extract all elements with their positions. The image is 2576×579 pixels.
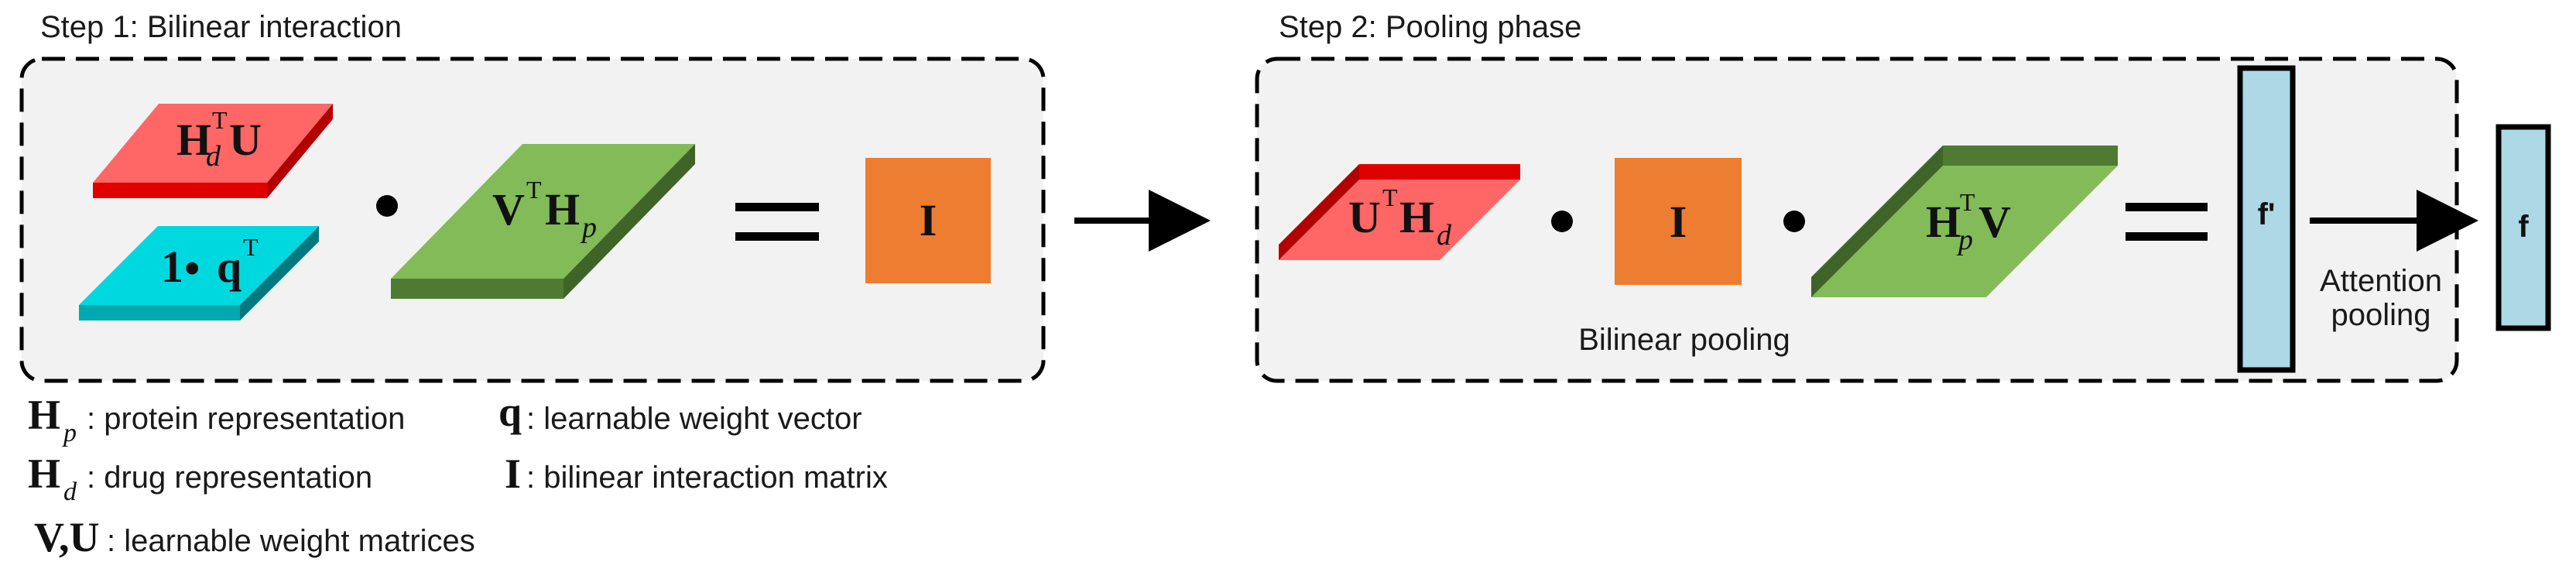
ut-hd-sub: d (1437, 219, 1452, 252)
step2-dot-operator-2 (1783, 211, 1805, 232)
hdt-u-sup: T (212, 106, 228, 134)
legend-hp-sub: p (62, 419, 77, 447)
vt-hp-mid: H (545, 184, 580, 235)
attention-caption-line2: pooling (2331, 298, 2430, 332)
hdt-u-base: H (176, 115, 211, 165)
legend: H p : protein representation q : learnab… (28, 389, 888, 560)
bilinear-pooling-caption: Bilinear pooling (1578, 323, 1790, 357)
f-prime-label: f' (2258, 197, 2276, 231)
vt-hp-sub: p (580, 211, 597, 244)
hpt-v-base: H (1926, 197, 1961, 247)
vt-hp-base: V (492, 184, 525, 235)
f-prime-vector: f' (2237, 65, 2296, 373)
legend-i-text: : bilinear interaction matrix (526, 461, 888, 495)
step2-equals-sign (2126, 203, 2208, 241)
ut-hd-slab: U T H d (1279, 164, 1520, 260)
attention-caption-line1: Attention (2320, 264, 2442, 298)
hpt-v-tail: V (1978, 197, 2011, 247)
legend-vu-text: : learnable weight matrices (107, 524, 475, 558)
legend-item-hd: H d : drug representation (28, 451, 372, 506)
legend-item-i: I : bilinear interaction matrix (505, 451, 888, 497)
hdt-u-slab: H T d U (93, 104, 333, 198)
step1-dot-operator (376, 195, 398, 217)
vt-hp-slab: V T H p (391, 144, 695, 299)
legend-hp-text: : protein representation (87, 402, 405, 436)
legend-item-q: q : learnable weight vector (498, 389, 862, 436)
hpt-v-sup: T (1960, 188, 1975, 216)
f-vector: f (2496, 124, 2551, 331)
legend-hp-sym: H (28, 392, 60, 438)
step2-dot-operator-1 (1551, 211, 1573, 232)
legend-hd-sub: d (63, 478, 77, 506)
vt-hp-sup: T (526, 176, 542, 204)
legend-hd-text: : drug representation (87, 461, 372, 495)
ut-hd-sup: T (1382, 183, 1398, 211)
one-qt-op: • (184, 243, 200, 293)
legend-item-vu: V,U : learnable weight matrices (34, 514, 475, 560)
step2-title: Step 2: Pooling phase (1279, 10, 1581, 44)
f-label: f (2518, 210, 2529, 244)
one-qt-one: 1 (161, 242, 183, 292)
legend-hd-sym: H (28, 451, 60, 497)
interaction-matrix-label: I (920, 195, 937, 245)
interaction-matrix-box: I (865, 158, 991, 283)
hdt-u-sub: d (206, 140, 221, 173)
hpt-v-sub: p (1956, 224, 1973, 256)
legend-q-sym: q (498, 389, 522, 435)
one-qt-sup: T (243, 233, 259, 261)
ut-hd-base: U (1348, 192, 1381, 242)
hpt-v-slab: H T p V (1811, 146, 2118, 297)
legend-vu-sym: V,U (34, 514, 100, 560)
pooling-matrix-label: I (1670, 197, 1687, 247)
legend-item-hp: H p : protein representation (28, 392, 405, 447)
ut-hd-mid: H (1399, 192, 1434, 242)
pooling-matrix-box: I (1615, 158, 1742, 285)
step1-equals-sign (735, 203, 819, 241)
step1-title: Step 1: Bilinear interaction (40, 10, 402, 44)
hdt-u-tail: U (229, 115, 262, 165)
one-qt-slab: 1 • q T (79, 226, 319, 320)
one-qt-vec: q (217, 242, 242, 292)
legend-i-sym: I (505, 451, 521, 497)
legend-q-text: : learnable weight vector (526, 402, 862, 436)
